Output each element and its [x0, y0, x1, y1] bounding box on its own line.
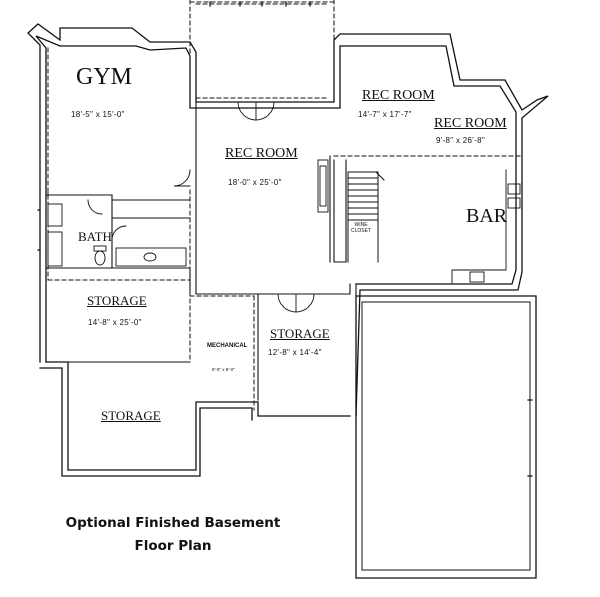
- rec-room-center-dims: 18'-0" x 25'-0": [228, 178, 282, 187]
- stair: [347, 171, 385, 263]
- bar-counter: [317, 159, 521, 285]
- rec-room-right-a-label: REC ROOM: [362, 88, 435, 103]
- rec-room-right-b-label: REC ROOM: [434, 116, 507, 131]
- bath-fixtures: [47, 203, 187, 267]
- rec-room-right-a-dims: 14'-7" x 17'-7": [358, 110, 412, 119]
- exterior-walls: [27, 23, 549, 579]
- storage-lower-label: STORAGE: [101, 408, 161, 423]
- gym-dims: 18'-5" x 15'-0": [71, 110, 125, 119]
- storage-center-label: STORAGE: [270, 326, 330, 341]
- plan-caption-line1: Optional Finished Basement: [65, 515, 281, 531]
- bath-label: BATH: [78, 229, 112, 244]
- storage-left-dims: 14'-8" x 25'-0": [88, 318, 142, 327]
- interior-walls: [45, 101, 357, 401]
- mechanical-label: MECHANICAL: [207, 343, 248, 349]
- plan-caption-line2: Floor Plan: [134, 538, 212, 554]
- window-marks: [37, 1, 533, 477]
- gym-label: GYM: [76, 64, 133, 90]
- wine-closet-line2: CLOSET: [351, 228, 372, 234]
- mechanical-dims: 8'-0" x 8'-0": [212, 367, 235, 372]
- storage-left-label: STORAGE: [87, 293, 147, 308]
- rec-room-right-b-dims: 9'-8" x 26'-8": [436, 136, 485, 145]
- wine-closet-label: WINE CLOSET: [351, 222, 371, 234]
- storage-center-dims: 12'-8" x 14'-4": [268, 348, 322, 357]
- bar-label: BAR: [466, 205, 508, 227]
- wine-closet-line1: WINE: [354, 222, 368, 228]
- doors: [87, 101, 315, 313]
- rec-room-center-label: REC ROOM: [225, 146, 298, 161]
